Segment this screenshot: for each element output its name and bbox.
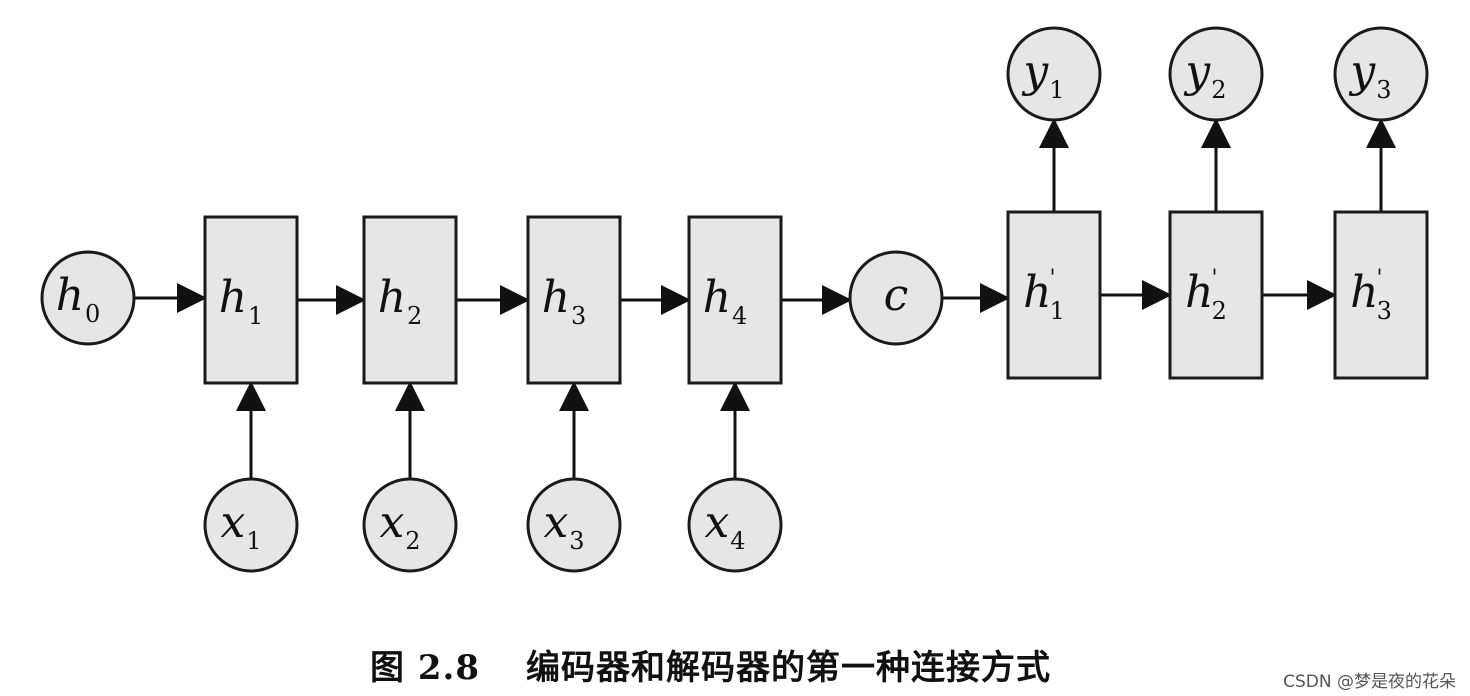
circle-h0: [40, 250, 136, 346]
label-x2: x2: [379, 497, 420, 555]
node-h1: h1: [203, 215, 299, 385]
circle-x4: [687, 477, 783, 573]
node-h3: h3: [526, 215, 622, 385]
edges: [134, 118, 1396, 479]
label-h1: h1: [219, 272, 264, 330]
node-x4: x4: [687, 477, 783, 573]
label-h3: h3: [542, 272, 587, 330]
rect-hp1: [1006, 210, 1102, 380]
figure-caption: 图 2.8 编码器和解码器的第一种连接方式: [370, 640, 1051, 689]
circle-c: [848, 250, 944, 346]
node-x3: x3: [526, 477, 622, 573]
label-h2: h2: [378, 272, 423, 330]
node-h2: h2: [362, 215, 458, 385]
node-c: c: [848, 250, 944, 346]
label-hp1: h'1: [1023, 266, 1065, 325]
node-hp3: h'3: [1333, 210, 1429, 380]
caption-text: 编码器和解码器的第一种连接方式: [526, 648, 1051, 688]
rect-h1: [203, 215, 299, 385]
rect-h3: [526, 215, 622, 385]
circle-x2: [362, 477, 458, 573]
label-x4: x4: [704, 497, 745, 555]
label-h0: h0: [56, 270, 101, 328]
rect-hp2: [1168, 210, 1264, 380]
circle-y2: [1168, 26, 1264, 122]
label-y3: y3: [1348, 46, 1391, 104]
circle-y1: [1006, 26, 1102, 122]
node-y3: y3: [1333, 26, 1429, 122]
node-hp2: h'2: [1168, 210, 1264, 380]
label-x1: x1: [220, 497, 261, 555]
node-h0: h0: [40, 250, 136, 346]
rect-h4: [687, 215, 783, 385]
circle-y3: [1333, 26, 1429, 122]
label-x3: x3: [543, 497, 584, 555]
node-y2: y2: [1168, 26, 1264, 122]
label-y1: y1: [1021, 46, 1064, 104]
node-y1: y1: [1006, 26, 1102, 122]
rect-hp3: [1333, 210, 1429, 380]
node-h4: h4: [687, 215, 783, 385]
label-h4: h4: [703, 272, 748, 330]
rect-h2: [362, 215, 458, 385]
caption-number: 图 2.8: [370, 648, 480, 688]
label-hp2: h'2: [1185, 266, 1227, 325]
label-hp3: h'3: [1350, 266, 1392, 325]
label-y2: y2: [1183, 46, 1226, 104]
label-c: c: [884, 270, 909, 321]
node-hp1: h'1: [1006, 210, 1102, 380]
node-x2: x2: [362, 477, 458, 573]
watermark: CSDN @梦是夜的花朵: [1283, 672, 1456, 692]
node-x1: x1: [203, 477, 299, 573]
circle-x3: [526, 477, 622, 573]
encoder-decoder-diagram: h0 h1 h2 h3 h4 c h'1 h'2 h'3 x1 x2 x3 x4 y1 y2 y3: [40, 26, 1429, 573]
circle-x1: [203, 477, 299, 573]
nodes: h0 h1 h2 h3 h4 c h'1 h'2 h'3 x1 x2 x3 x4 y1 y2 y3: [40, 26, 1429, 573]
